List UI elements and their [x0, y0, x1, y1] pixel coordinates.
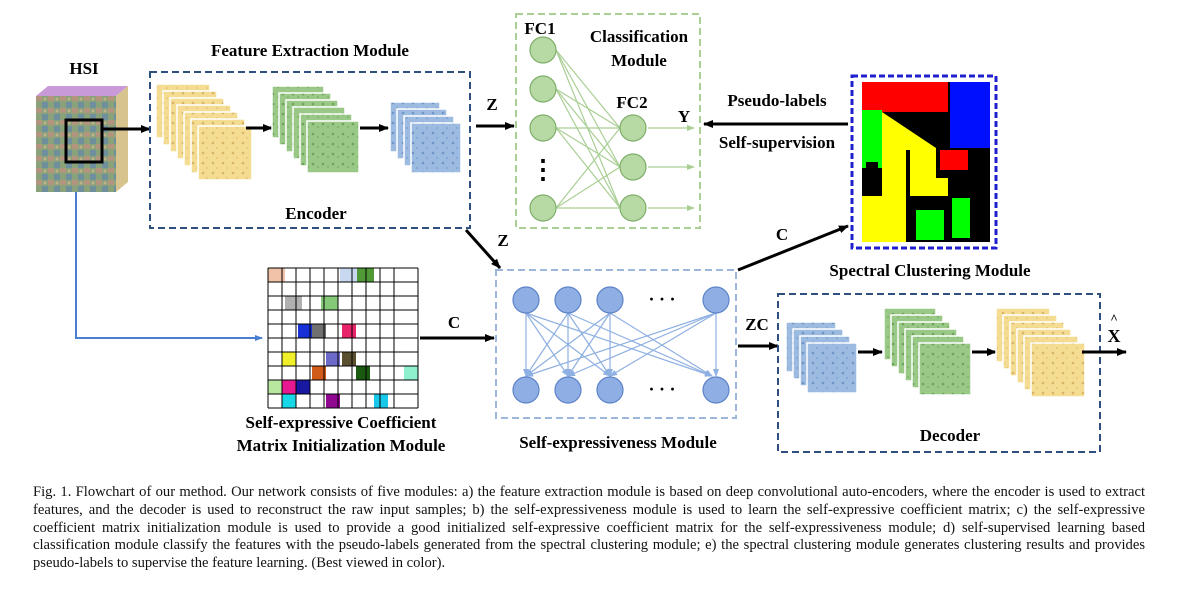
fc1-nodes — [529, 36, 557, 222]
self-supervision-label: Self-supervision — [719, 133, 836, 152]
classification-box — [515, 13, 701, 229]
init-matrix-grid — [267, 267, 419, 409]
z-label-top: Z — [486, 95, 497, 114]
decoder-stack-yellow — [995, 307, 1086, 398]
fc-edges — [555, 49, 695, 211]
encoder-box — [149, 71, 471, 229]
self-expressiveness-title: Self-expressiveness Module — [519, 433, 717, 452]
fc1-node — [529, 114, 557, 142]
spectral-clustering-map — [850, 74, 998, 250]
hsi-label: HSI — [69, 59, 99, 78]
self-expr-node — [702, 376, 730, 404]
classification-title-line1: Classification — [590, 27, 689, 46]
zc-label: ZC — [745, 315, 769, 334]
hsi-cube-side — [116, 86, 128, 192]
flowchart-diagram: HSI Feature Extraction Module Encoder — [36, 13, 1127, 455]
spectral-box — [850, 74, 998, 250]
figure-caption: Fig. 1. Flowchart of our method. Our net… — [33, 484, 1145, 572]
decoder-stack-green — [883, 307, 972, 396]
encoder-stack-green — [271, 85, 360, 174]
self-expr-node — [554, 286, 582, 314]
fc2-nodes — [619, 114, 647, 222]
arrow-z-to-self-expressiveness — [464, 228, 502, 270]
classification-title-line2: Module — [611, 51, 667, 70]
init-module-title-line2: Matrix Initialization Module — [237, 436, 446, 455]
pseudo-labels-label: Pseudo-labels — [727, 91, 827, 110]
self-expr-node — [512, 286, 540, 314]
arrow-hsi-to-init-matrix — [75, 192, 263, 341]
encoder-stack-yellow — [155, 83, 253, 181]
fc2-node — [619, 114, 647, 142]
self-expr-top-nodes — [512, 286, 730, 314]
fc1-node — [529, 36, 557, 64]
hsi-cube: HSI — [36, 59, 128, 192]
encoder-label: Encoder — [285, 204, 347, 223]
z-label-mid: Z — [497, 231, 508, 250]
feature-extraction-title: Feature Extraction Module — [211, 41, 409, 60]
decoder-stack-blue — [785, 321, 858, 394]
self-expressiveness-box — [495, 269, 737, 419]
fc1-node — [529, 194, 557, 222]
fc1-label: FC1 — [524, 19, 555, 38]
fc1-node — [529, 75, 557, 103]
decoder-label: Decoder — [920, 426, 981, 445]
self-expr-node — [554, 376, 582, 404]
hsi-cube-top — [36, 86, 128, 96]
self-expr-node — [512, 376, 540, 404]
hsi-cube-front — [36, 96, 116, 192]
fc1-vertical-dots: ⋮ — [530, 155, 556, 184]
c-label-top: C — [776, 225, 788, 244]
self-expr-edges — [523, 312, 719, 377]
c-label-mid: C — [448, 313, 460, 332]
self-expr-node — [596, 376, 624, 404]
y-label: Y — [678, 107, 690, 126]
self-expr-ellipsis-bottom: · · · — [648, 379, 675, 399]
decoder-box — [777, 293, 1101, 453]
self-expr-bottom-nodes — [512, 376, 730, 404]
fc2-node — [619, 194, 647, 222]
encoder-stack-blue — [389, 101, 462, 174]
self-expr-node — [702, 286, 730, 314]
x-hat-label: X — [1108, 326, 1121, 346]
fc2-label: FC2 — [616, 93, 647, 112]
self-expr-ellipsis-top: · · · — [648, 289, 675, 309]
arrow-c-to-spectral — [737, 224, 849, 272]
fc2-node — [619, 153, 647, 181]
x-hat-accent: ^ — [1110, 311, 1118, 326]
self-expr-node — [596, 286, 624, 314]
hsi-patch-box — [64, 118, 104, 164]
spectral-clustering-title: Spectral Clustering Module — [829, 261, 1031, 280]
init-module-title-line1: Self-expressive Coefficient — [246, 413, 437, 432]
